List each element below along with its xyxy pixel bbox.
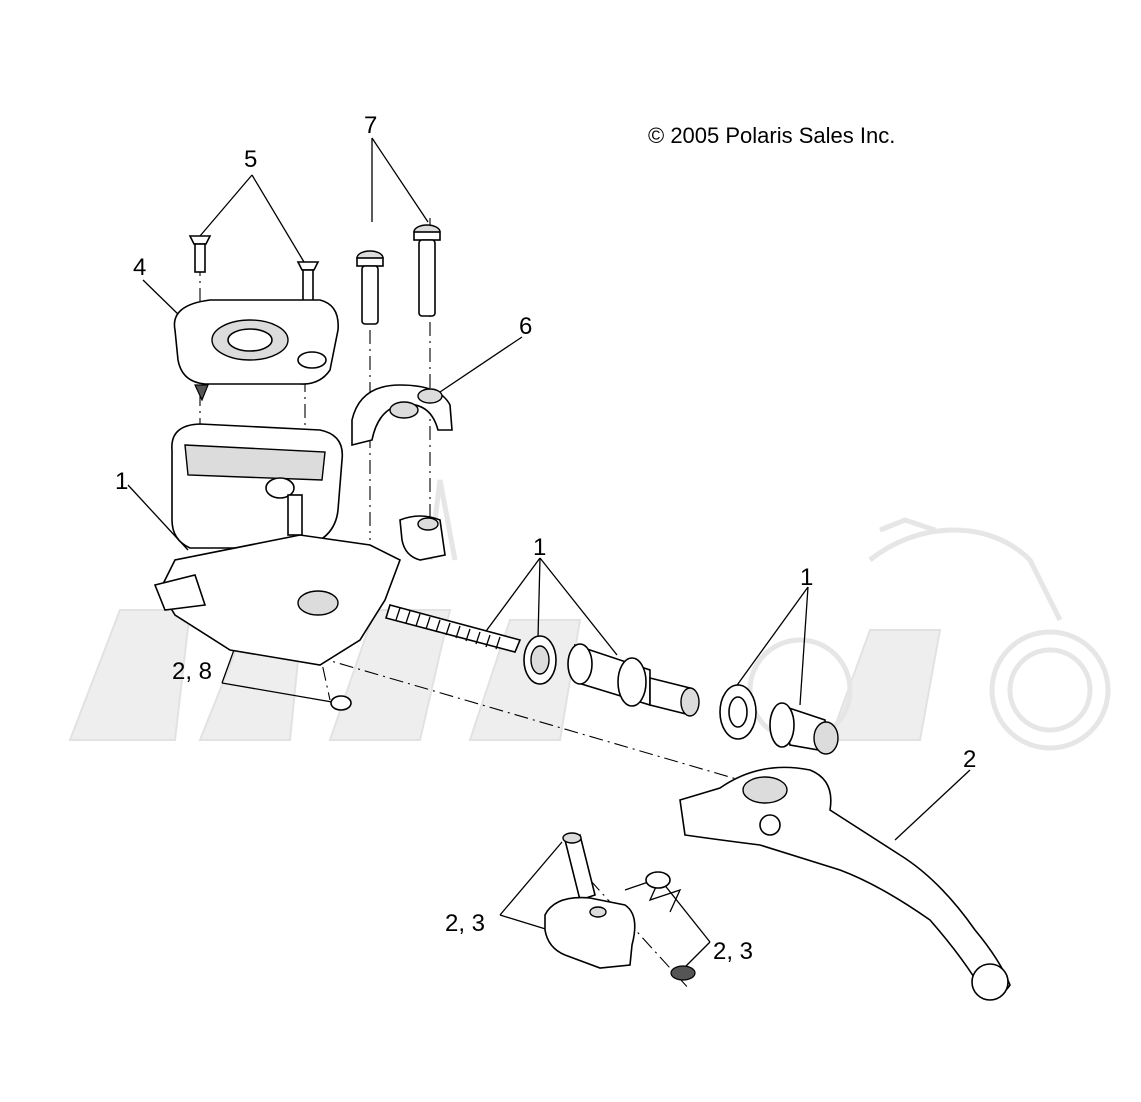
callout-4: 4 [133,254,147,281]
callout-2-lever: 2 [963,746,977,773]
lever-pivot-hardware [544,832,696,981]
callout-7: 7 [364,112,378,139]
handlebar-clamp-top [351,384,453,447]
callout-1-body: 1 [115,468,129,495]
callout-6: 6 [519,313,533,340]
reservoir-cover [173,299,339,402]
bleed-oring [330,695,352,711]
boot-and-washer [719,684,839,755]
callout-1-boot: 1 [800,564,814,591]
copyright-notice: © 2005 Polaris Sales Inc. [648,123,896,148]
callout-5: 5 [244,146,258,173]
clamp-bolts [356,224,441,325]
watermark [68,469,1111,751]
callout-2-3-pin: 2, 3 [445,910,486,937]
piston-assembly [384,604,700,717]
master-cylinder-body [153,423,446,666]
brake-lever [679,766,1011,1001]
callout-2-3-spring: 2, 3 [713,938,754,965]
reservoir-cover-screws [188,235,320,303]
callout-1-piston: 1 [533,534,547,561]
callout-2-8: 2, 8 [172,658,213,685]
